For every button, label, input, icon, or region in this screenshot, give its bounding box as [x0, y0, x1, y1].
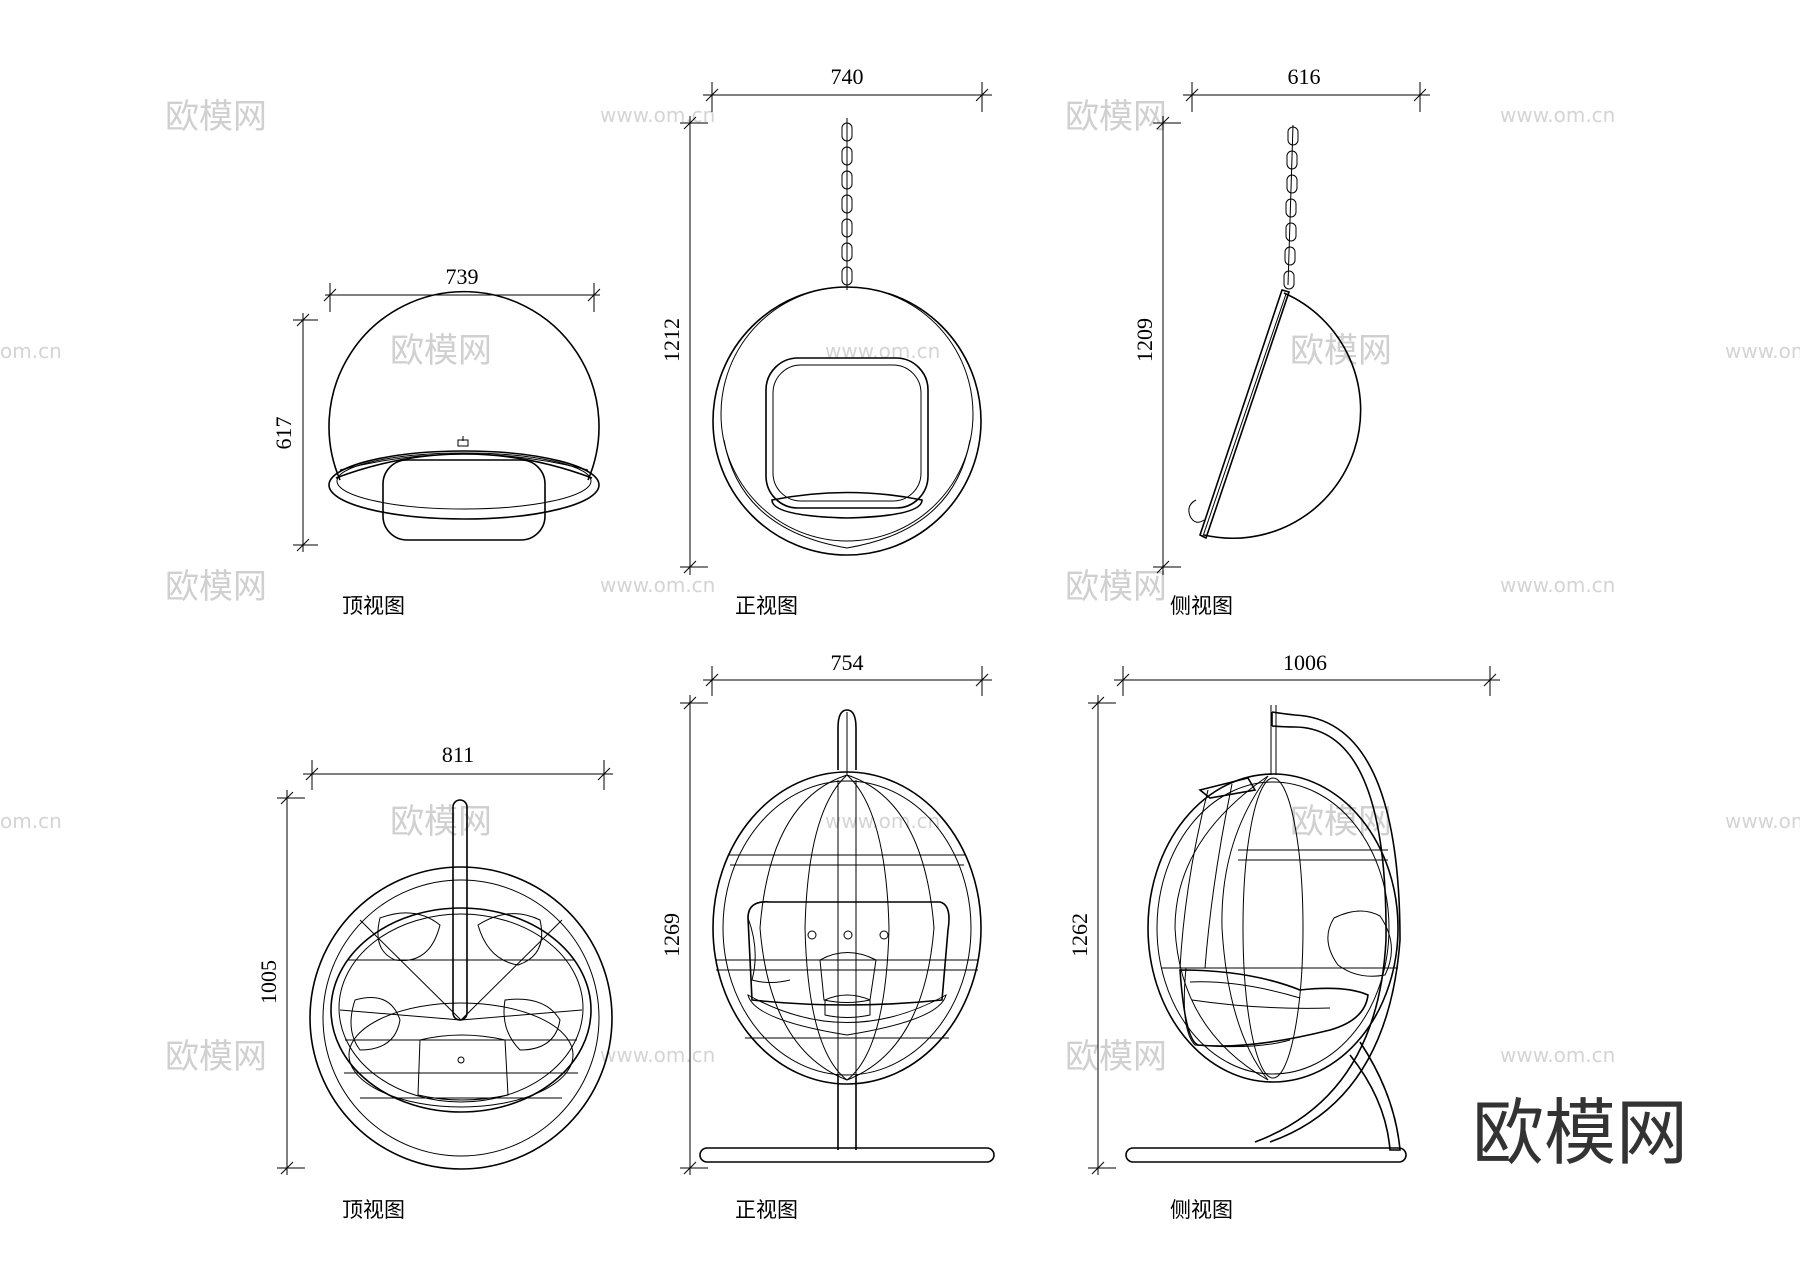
bubble-chair-side-drawing	[1188, 289, 1362, 540]
view-caption: 侧视图	[1170, 594, 1233, 618]
dimension-label: 617	[271, 417, 296, 450]
watermark-logo: 欧模网	[165, 1037, 267, 1077]
watermark-url: www.om.cn	[825, 339, 940, 363]
watermark-logo: 欧模网	[1290, 331, 1392, 371]
bubble-chair-front-view: 740 1212 正视图	[659, 64, 992, 618]
watermark-logo: 欧模网	[1065, 1037, 1167, 1077]
dimension-width: 739	[323, 264, 601, 312]
watermark-url: www.om.cn	[1725, 339, 1800, 363]
bubble-chair-top-view: 739 617 顶视图	[271, 264, 601, 618]
dimension-label: 740	[831, 64, 864, 89]
dimension-label: 739	[446, 264, 479, 289]
view-caption: 正视图	[735, 594, 798, 618]
chain-icon	[841, 118, 853, 290]
watermark-logo: 欧模网	[1065, 97, 1167, 137]
egg-chair-side-view: 1006 1262	[1067, 650, 1500, 1222]
watermark-url: om.cn	[0, 339, 62, 363]
bubble-chair-top-drawing	[328, 290, 600, 541]
dimension-height: 1269	[659, 695, 708, 1175]
dimension-label: 1209	[1132, 318, 1157, 362]
dimension-height: 1005	[256, 790, 305, 1175]
dimension-label: 1212	[659, 318, 684, 362]
view-caption: 侧视图	[1170, 1198, 1233, 1222]
dimension-width: 616	[1183, 64, 1430, 112]
dimension-height: 1212	[659, 116, 708, 575]
dimension-width: 754	[703, 650, 992, 696]
watermark-logo: 欧模网	[1290, 802, 1392, 842]
dimension-label: 1269	[659, 913, 684, 957]
egg-chair-front-view: 754 1269	[659, 650, 995, 1222]
watermark-url: www.om.cn	[1500, 1043, 1615, 1067]
dimension-label: 754	[831, 650, 864, 675]
dimension-width: 740	[703, 64, 992, 112]
watermark-logo: 欧模网	[390, 802, 492, 842]
watermark-url: www.om.cn	[825, 809, 940, 833]
watermark-url: www.om.cn	[1725, 809, 1800, 833]
dimension-label: 616	[1288, 64, 1321, 89]
watermark-logo: 欧模网	[1065, 567, 1167, 607]
chain-icon	[1283, 124, 1299, 290]
watermark-logo: 欧模网	[165, 97, 267, 137]
brand-logo: 欧模网	[1472, 1091, 1688, 1175]
dimension-label: 1262	[1067, 913, 1092, 957]
dimension-width: 811	[303, 742, 613, 790]
watermark-url: www.om.cn	[600, 573, 715, 597]
watermark-url: www.om.cn	[1500, 573, 1615, 597]
watermark-url: www.om.cn	[1500, 103, 1615, 127]
dimension-label: 811	[442, 742, 474, 767]
watermark-logo: 欧模网	[390, 331, 492, 371]
bubble-chair-side-view: 616 1209 侧视图	[1132, 64, 1430, 618]
dimension-height: 617	[271, 313, 318, 552]
egg-chair-side-drawing	[1125, 705, 1407, 1163]
watermark-logo: 欧模网	[165, 567, 267, 607]
egg-chair-front-drawing	[699, 709, 995, 1163]
watermark-layer: 欧模网 www.om.cn 欧模网 www.om.cn om.cn 欧模网 ww…	[0, 97, 1800, 1077]
view-caption: 正视图	[735, 1198, 798, 1222]
bubble-chair-front-drawing	[712, 286, 982, 556]
view-caption: 顶视图	[342, 1198, 405, 1222]
dimension-label: 1005	[256, 960, 281, 1004]
egg-chair-top-drawing	[309, 799, 613, 1170]
view-caption: 顶视图	[342, 594, 405, 618]
dimension-label: 1006	[1283, 650, 1327, 675]
watermark-url: www.om.cn	[600, 1043, 715, 1067]
dimension-height: 1262	[1067, 695, 1116, 1175]
dimension-width: 1006	[1114, 650, 1500, 696]
watermark-url: om.cn	[0, 809, 62, 833]
egg-chair-top-view: 811 1005	[256, 742, 613, 1222]
dimension-height: 1209	[1132, 116, 1181, 575]
